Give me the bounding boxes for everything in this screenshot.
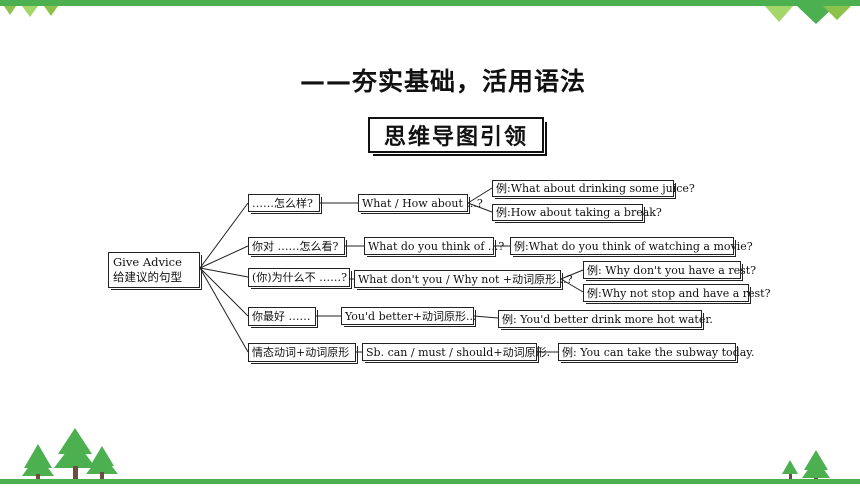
top-right-triangles <box>765 6 851 24</box>
pattern-node: Sb. can / must / should+动词原形. <box>362 343 550 363</box>
pattern-node: You'd better+动词原形... <box>341 307 476 327</box>
subtitle: ——夯实基础，活用语法 <box>300 67 587 96</box>
example-node: 例:What do you think of watching a movie? <box>510 237 753 257</box>
root-node: Give Advice 给建议的句型 <box>108 252 202 290</box>
example-node: 例:How about taking a break? <box>492 204 662 223</box>
top-green-bar <box>0 0 860 6</box>
example-node: 例: Why don't you have a rest? <box>583 261 756 281</box>
cue-node: 你对 ……怎么看? <box>248 237 347 257</box>
pattern-node: What don't you / Why not +动词原形...? <box>354 270 573 290</box>
pattern-node: What / How about ...? <box>358 194 483 214</box>
cue-node: 你最好 …… <box>248 307 318 328</box>
cue-node: 情态动词+动词原形 <box>248 343 358 364</box>
example-node: 例: You can take the subway today. <box>558 343 755 363</box>
example-node: 例:What about drinking some juice? <box>492 180 695 199</box>
page-title: 思维导图引领 <box>368 117 547 156</box>
root-label-en: Give Advice <box>113 255 182 269</box>
example-node: 例:Why not stop and have a rest? <box>583 284 771 304</box>
root-label-zh: 给建议的句型 <box>113 270 182 284</box>
bottom-green-bar <box>0 479 860 484</box>
tree-cluster-right <box>782 450 830 484</box>
example-node: 例: You'd better drink more hot water. <box>498 310 713 330</box>
top-left-triangles <box>4 6 58 17</box>
tree-cluster-left <box>22 428 118 482</box>
cue-node: (你)为什么不 ……? <box>248 268 352 289</box>
pattern-node: What do you think of ...? <box>364 237 504 257</box>
cue-node: ……怎么样? <box>248 194 322 214</box>
